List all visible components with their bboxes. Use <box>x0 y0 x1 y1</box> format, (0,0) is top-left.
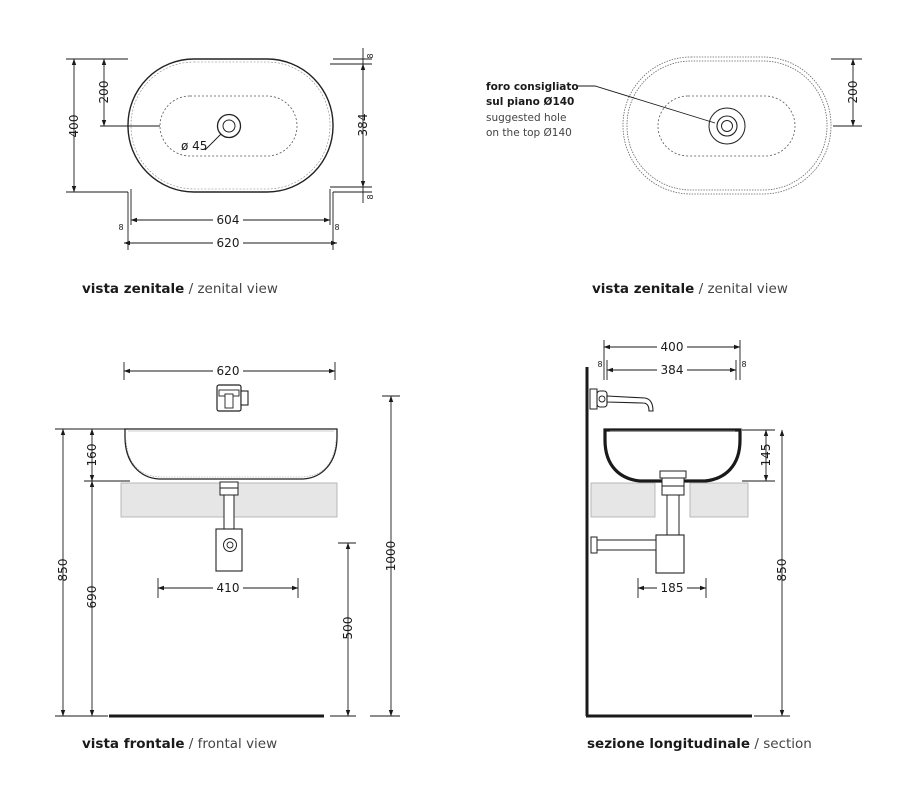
section-drain <box>590 470 687 574</box>
dim-siphon-410: 410 <box>217 581 240 595</box>
dim-section-inner-384: 384 <box>661 363 684 377</box>
dim-rim-bottom-8: 8 <box>366 194 375 199</box>
dim-front-tap-1000: 1000 <box>384 541 398 572</box>
dim-section-siphon-185: 185 <box>661 581 684 595</box>
note-en-line2: on the top Ø140 <box>486 127 572 139</box>
dim-inner-384: 384 <box>356 114 370 137</box>
caption-zenital-left: vista zenitale / zenital view <box>82 281 278 297</box>
dim-front-drain-500: 500 <box>341 617 355 640</box>
wall-tap <box>216 384 249 412</box>
basin-drain-area <box>159 95 298 157</box>
countertop-drain-area <box>657 95 796 157</box>
caption-zenital-right: vista zenitale / zenital view <box>592 281 788 297</box>
dim-section-total-850: 850 <box>775 559 789 582</box>
caption-frontal: vista frontale / frontal view <box>82 736 277 752</box>
basin-outline-inner <box>130 61 331 190</box>
dim-width-620: 620 <box>217 236 240 250</box>
dim-front-lower-690: 690 <box>85 586 99 609</box>
top-left-view: ø 45 400 200 384 8 8 604 8 8 620 v <box>66 48 375 297</box>
section-wall-tap <box>589 388 654 412</box>
top-right-view: foro consigliato sul piano Ø140 suggeste… <box>486 56 862 297</box>
countertop-outline-outer <box>622 56 832 195</box>
front-view: 620 410 <box>55 362 400 752</box>
dim-rim-right-8: 8 <box>334 223 339 232</box>
suggested-hole-inner <box>721 120 733 132</box>
front-basin <box>124 428 338 480</box>
note-it-line2: sul piano Ø140 <box>486 96 574 108</box>
front-drain-pipe <box>215 481 243 572</box>
dim-rim-top-8: 8 <box>366 53 375 58</box>
dim-front-width-620: 620 <box>217 364 240 378</box>
dim-section-bowl-145: 145 <box>759 444 773 467</box>
note-en-line1: suggested hole <box>486 112 566 124</box>
dim-section-rim-left-8: 8 <box>597 360 602 369</box>
countertop-outline-inner <box>626 60 828 191</box>
note-it-line1: foro consigliato <box>486 81 579 93</box>
section-view: 400 384 8 8 <box>585 340 812 752</box>
dim-rim-left-8: 8 <box>118 223 123 232</box>
dim-section-rim-right-8: 8 <box>741 360 746 369</box>
caption-section: sezione longitudinale / section <box>587 736 812 752</box>
dim-height-400: 400 <box>67 115 81 138</box>
section-countertop-right <box>689 482 749 518</box>
section-countertop-left <box>590 482 656 518</box>
drain-hole-inner <box>222 119 236 133</box>
dim-half-200: 200 <box>97 81 111 104</box>
dim-section-outer-400: 400 <box>661 340 684 354</box>
section-basin <box>603 428 742 483</box>
dim-drain-label: ø 45 <box>181 139 207 153</box>
dim-inner-width-604: 604 <box>217 213 240 227</box>
dim-half-200-right: 200 <box>846 81 860 104</box>
dim-front-bowl-160: 160 <box>85 444 99 467</box>
dim-front-total-850: 850 <box>56 559 70 582</box>
